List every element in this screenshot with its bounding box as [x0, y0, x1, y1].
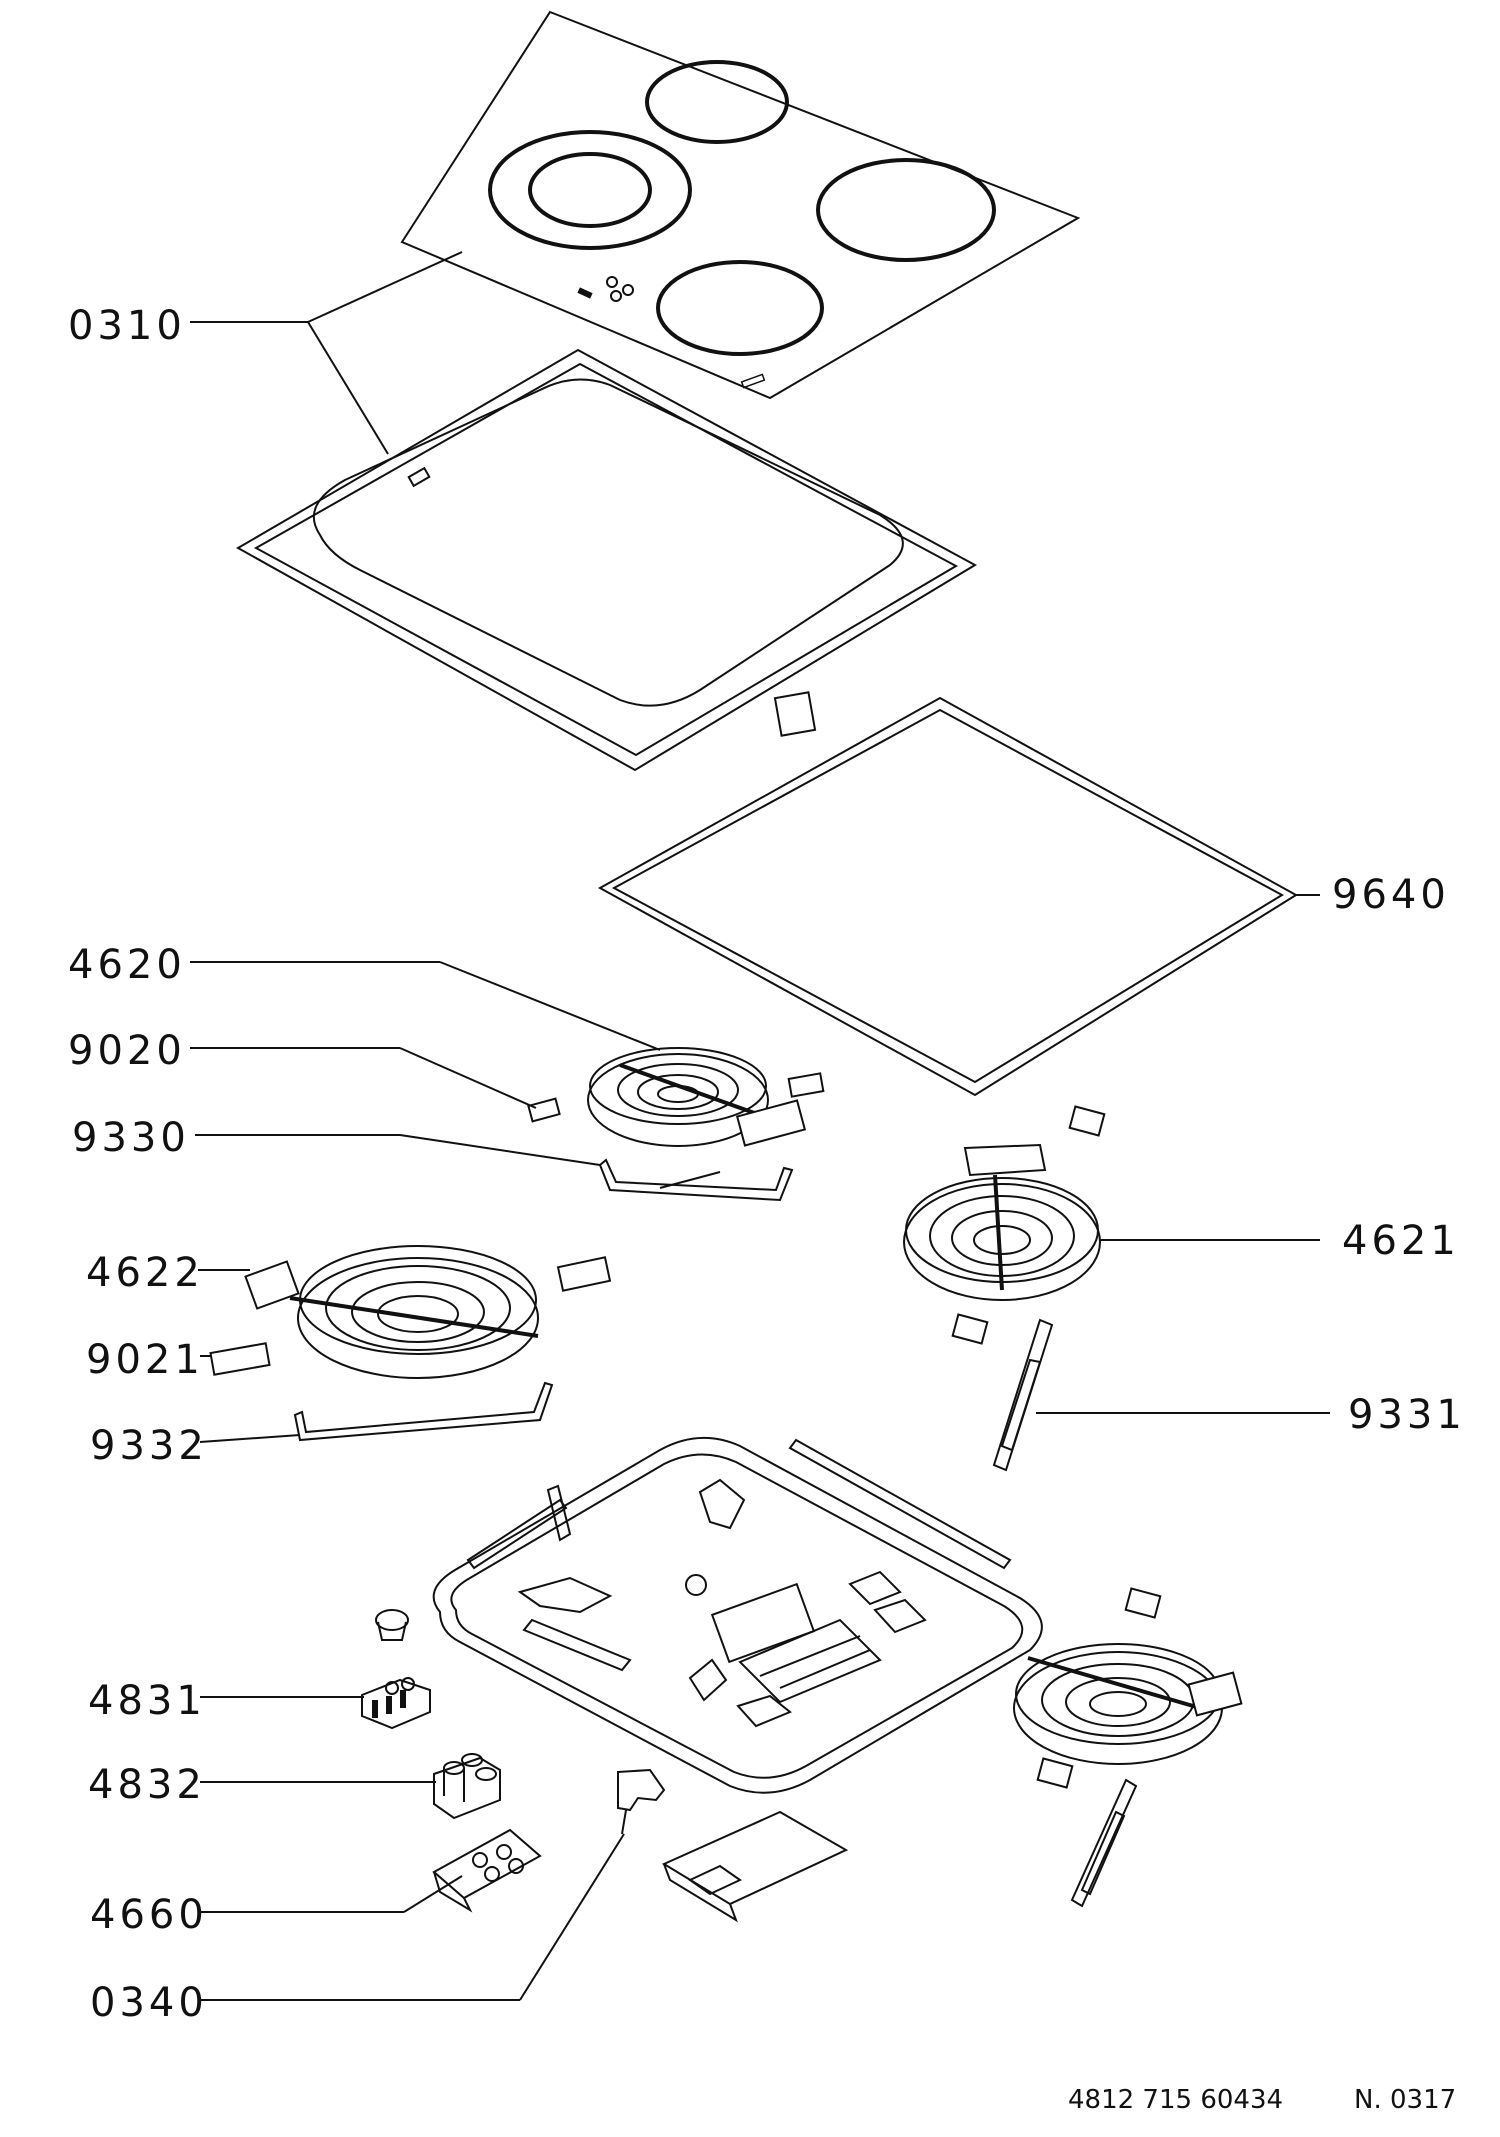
heating-element-bottom	[1013, 1587, 1243, 1789]
electronic-board-cover	[661, 1810, 849, 1923]
label-4622: 4622	[86, 1250, 204, 1296]
label-4621: 4621	[1342, 1218, 1460, 1264]
label-0310: 0310	[68, 303, 186, 349]
bracket-bottom-right	[1070, 1778, 1138, 1908]
label-9332: 9332	[90, 1423, 208, 1469]
label-9021: 9021	[86, 1337, 204, 1383]
label-9330: 9330	[72, 1115, 190, 1161]
leader-lines	[190, 251, 1330, 2001]
label-9331: 9331	[1348, 1392, 1466, 1438]
heating-element-4621	[903, 1105, 1106, 1345]
label-4620: 4620	[68, 942, 186, 988]
glass-ceramic-top	[400, 10, 1081, 400]
bottom-housing	[432, 1437, 1043, 1794]
footer-part-number: 4812 715 60434	[1068, 2085, 1284, 2115]
sealing-gasket	[597, 696, 1298, 1097]
bracket-9330	[598, 1158, 794, 1202]
bracket-9331	[992, 1318, 1054, 1472]
switch-4832	[433, 1753, 501, 1820]
label-4831: 4831	[88, 1678, 206, 1724]
footer-revision: N. 0317	[1354, 2085, 1457, 2115]
label-4832: 4832	[88, 1762, 206, 1808]
label-0340: 0340	[90, 1980, 208, 2026]
switch-4831	[361, 1677, 431, 1730]
clip-0340	[617, 1768, 666, 1835]
bracket-4660	[432, 1828, 542, 1913]
label-4660: 4660	[90, 1892, 208, 1938]
label-9020: 9020	[68, 1028, 186, 1074]
label-9640: 9640	[1332, 872, 1450, 918]
cooktop-frame	[235, 348, 978, 772]
knob-cap	[375, 1609, 409, 1641]
heating-element-4620	[527, 1047, 825, 1147]
heating-element-4622	[209, 1245, 612, 1379]
bracket-9332	[293, 1381, 554, 1442]
